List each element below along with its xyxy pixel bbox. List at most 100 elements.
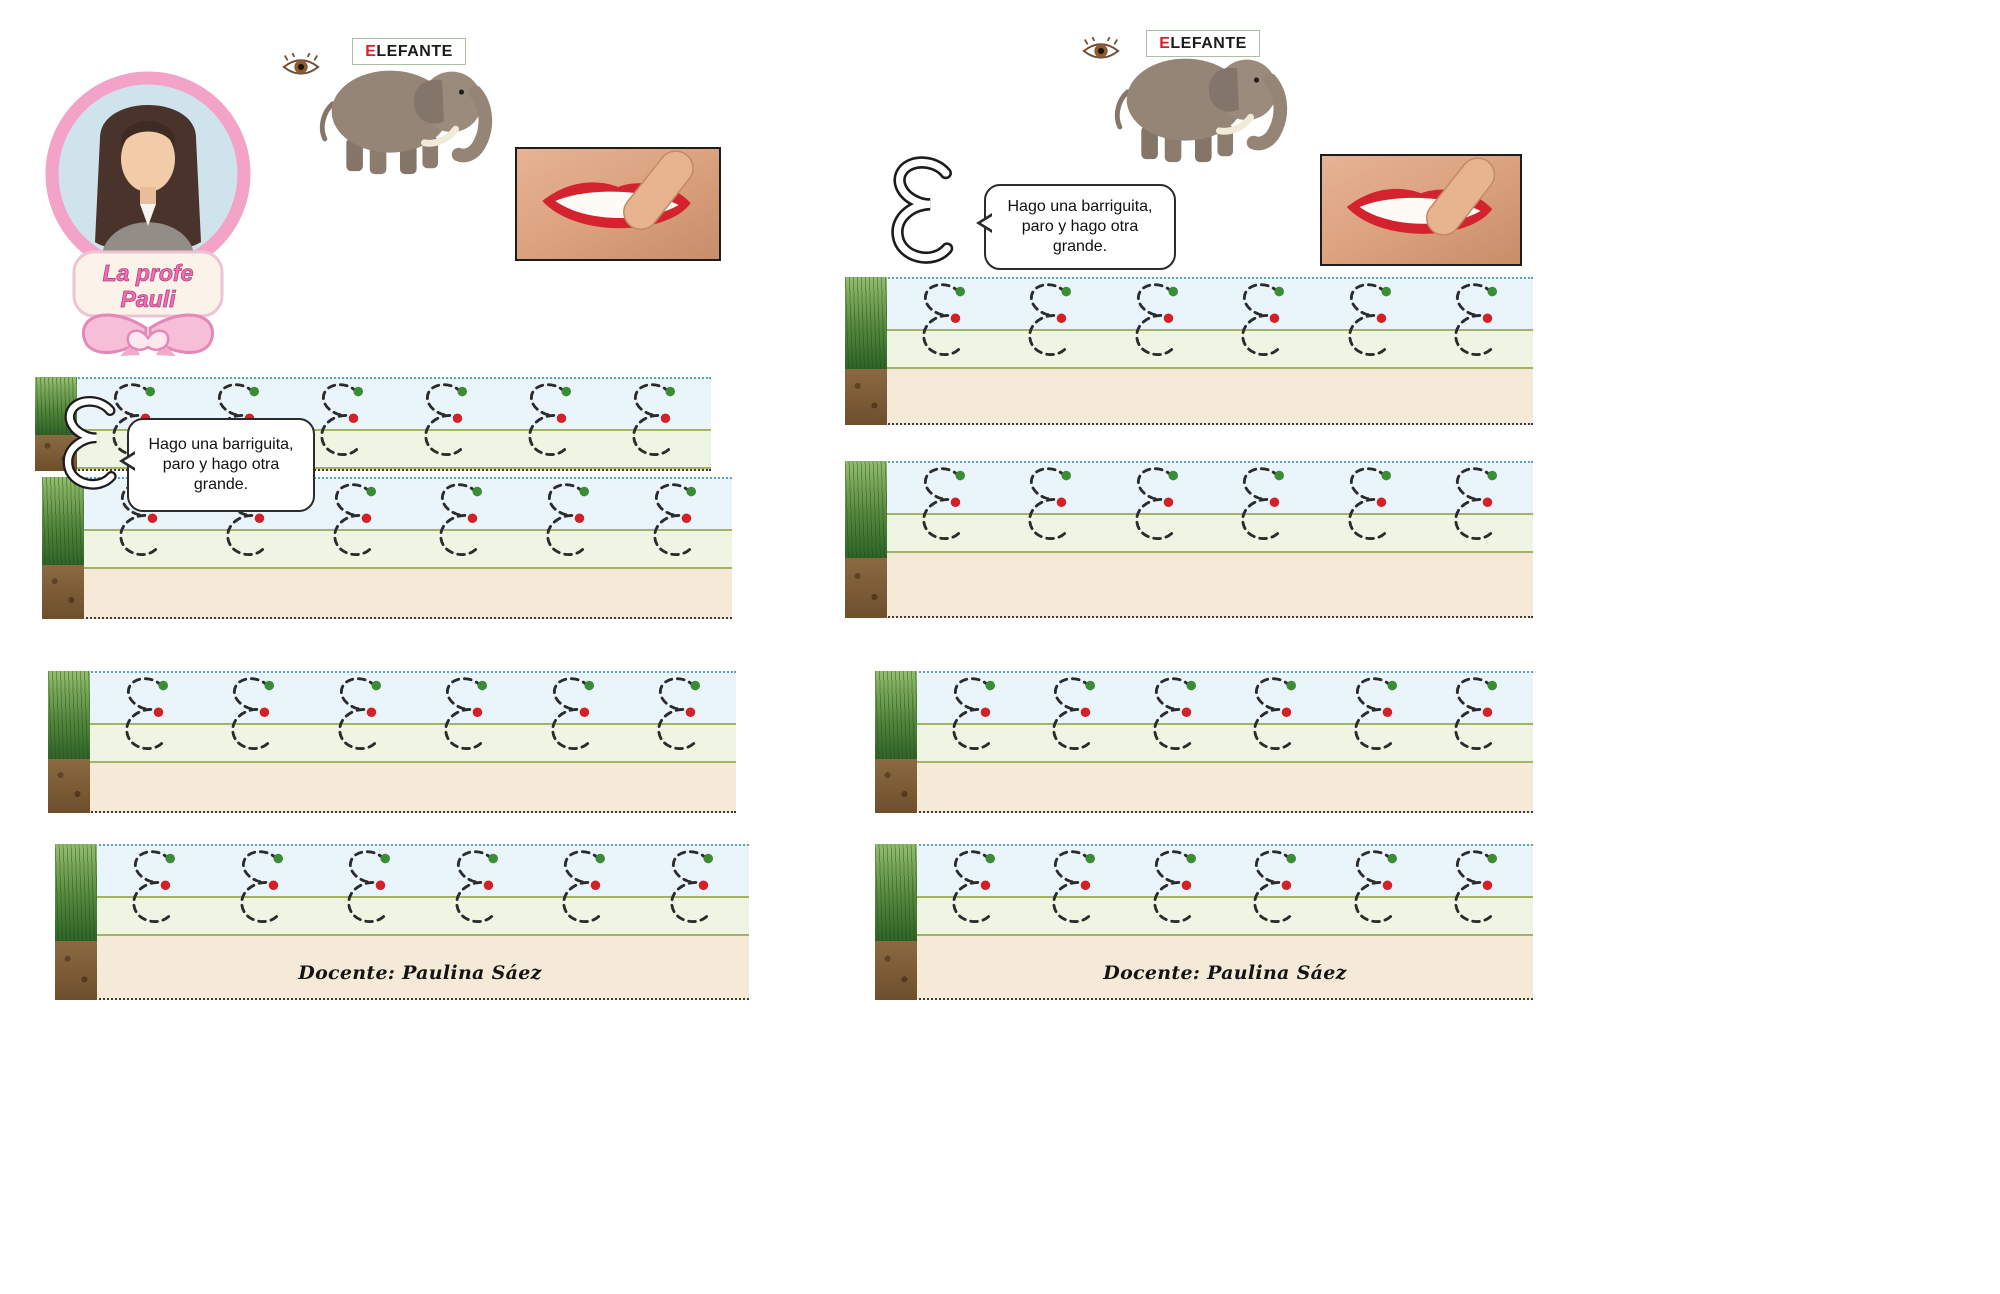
grass-soil-image	[48, 671, 90, 813]
trace-letter-e	[546, 483, 590, 556]
grass-blades	[42, 477, 84, 566]
ground-band	[915, 936, 1533, 1000]
trace-letter-e	[439, 483, 483, 556]
trace-letter-e	[670, 850, 713, 923]
trace-letter-e	[347, 850, 391, 923]
trace-letter-e	[333, 483, 376, 556]
trace-letter-e	[657, 677, 700, 750]
trace-letter-e	[1052, 850, 1096, 923]
sky-band	[95, 844, 749, 896]
trace-letter-e	[1348, 467, 1391, 540]
mouth-photo-left	[515, 147, 721, 261]
speech-bubble-right: Hago una barriguita, paro y hago otra gr…	[984, 184, 1176, 270]
soil	[42, 565, 84, 619]
avatar-shirt	[140, 204, 156, 226]
trace-letter-e	[528, 383, 571, 456]
trace-letter-e	[1028, 283, 1072, 356]
eye-icon-left	[280, 50, 322, 82]
writing-bands	[915, 671, 1533, 813]
trace-letter-e	[1135, 283, 1178, 356]
grass-blades	[875, 844, 917, 941]
ground-band	[82, 569, 732, 619]
elephant-left	[305, 55, 495, 177]
writing-band	[95, 896, 749, 936]
trace-letter-e	[1253, 850, 1297, 923]
trace-letter-e	[1052, 677, 1096, 750]
ground-band	[88, 763, 736, 813]
avatar-neck	[140, 187, 156, 204]
ground-band	[75, 469, 711, 471]
trace-letter-e	[952, 850, 995, 923]
grass-soil-image	[55, 844, 97, 1000]
writing-band	[82, 529, 732, 569]
trace-letter-e	[952, 677, 995, 750]
grass-soil-image	[845, 461, 887, 618]
tracing-row	[42, 477, 732, 619]
writing-bands	[82, 477, 732, 619]
trace-letter-e	[632, 383, 675, 456]
speech-bubble-left: Hago una barriguita, paro y hago otra gr…	[127, 418, 315, 512]
grass-soil-image	[875, 671, 917, 813]
grass-blades	[55, 844, 97, 941]
word-initial-letter: E	[1159, 34, 1171, 52]
trace-letter-e	[562, 850, 606, 923]
letter-e-outline-right	[891, 156, 954, 264]
speech-bubble-text: Hago una barriguita, paro y hago otra gr…	[1007, 198, 1153, 255]
sky-band	[915, 844, 1533, 896]
trace-letter-e	[1348, 283, 1391, 356]
writing-bands	[95, 844, 749, 1000]
trace-letter-e	[125, 677, 168, 750]
profe-pauli-logo: La profe Pauli	[45, 71, 251, 356]
tracing-row	[875, 844, 1533, 1000]
trace-letter-e	[132, 850, 175, 923]
eye-icon-right	[1080, 34, 1122, 66]
trace-letter-e	[1135, 467, 1178, 540]
trace-letter-e	[1153, 677, 1196, 750]
trace-letter-e	[1028, 467, 1072, 540]
soil	[875, 759, 917, 813]
logo-banner	[72, 250, 224, 318]
ground-band	[885, 369, 1533, 425]
avatar-bangs	[120, 121, 176, 148]
writing-band	[885, 329, 1533, 369]
elephant-image	[1114, 58, 1288, 163]
soil	[875, 940, 917, 1000]
trace-letter-e	[240, 850, 283, 923]
trace-letter-e	[338, 677, 381, 750]
soil	[845, 558, 887, 618]
tracing-row	[845, 277, 1533, 425]
word-initial-letter: E	[365, 42, 377, 60]
eye-icon	[1082, 36, 1120, 59]
ground-band	[915, 763, 1533, 813]
footer-docente-right: Docente: Paulina Sáez	[1103, 962, 1347, 984]
tracing-row	[875, 671, 1533, 813]
grass-soil-image	[42, 477, 84, 619]
trace-letter-e	[922, 467, 965, 540]
soil	[48, 759, 90, 813]
trace-letter-e	[444, 677, 488, 750]
grass-soil-image	[845, 277, 887, 425]
trace-letter-e	[1454, 850, 1497, 923]
soil	[55, 940, 97, 1000]
writing-band	[885, 513, 1533, 553]
tracing-row	[55, 844, 749, 1000]
avatar-blazer	[102, 222, 194, 253]
mouth-photo-image	[517, 149, 719, 259]
trace-letters-row	[107, 849, 739, 935]
trace-letter-e	[1454, 467, 1497, 540]
trace-letter-e	[922, 283, 965, 356]
word-rest: LEFANTE	[1170, 34, 1247, 52]
writing-bands	[88, 671, 736, 813]
trace-letters-row	[927, 849, 1523, 935]
trace-letter-e	[551, 677, 594, 750]
elephant-right	[1100, 43, 1290, 165]
logo-heart	[126, 329, 170, 351]
writing-band	[915, 723, 1533, 763]
trace-letters-row	[897, 466, 1523, 552]
trace-letter-e	[455, 850, 498, 923]
trace-letter-e	[424, 383, 467, 456]
trace-letter-e	[1454, 283, 1497, 356]
